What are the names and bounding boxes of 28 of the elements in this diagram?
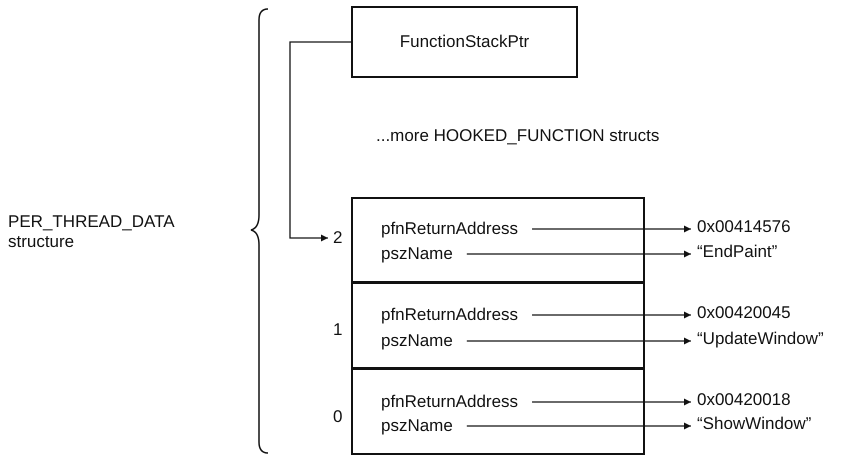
value-text: “EndPaint” bbox=[697, 242, 778, 262]
arrow bbox=[532, 226, 691, 232]
field-name: pfnReturnAddress bbox=[381, 305, 518, 325]
field-name: pfnReturnAddress bbox=[381, 219, 518, 239]
note-text: ...more HOOKED_FUNCTION structs bbox=[376, 126, 660, 146]
structure-label: PER_THREAD_DATA structure bbox=[8, 212, 176, 252]
value-text: 0x00420045 bbox=[697, 303, 791, 323]
struct-box bbox=[351, 282, 645, 369]
index-number: 2 bbox=[333, 228, 342, 248]
arrow bbox=[466, 250, 691, 258]
arrow bbox=[532, 398, 691, 406]
arrow bbox=[466, 338, 691, 344]
value-text: 0x00414576 bbox=[697, 217, 791, 237]
arrow bbox=[532, 312, 691, 318]
field-name: pszName bbox=[381, 416, 453, 436]
index-number: 0 bbox=[333, 407, 342, 427]
field-name: pszName bbox=[381, 244, 453, 264]
arrow bbox=[466, 422, 691, 430]
field-name: pfnReturnAddress bbox=[381, 392, 518, 412]
field-name: pszName bbox=[381, 331, 453, 351]
pointer-box: FunctionStackPtr bbox=[351, 6, 578, 78]
struct-box bbox=[351, 197, 645, 283]
arrow bbox=[289, 41, 351, 242]
value-text: “ShowWindow” bbox=[697, 414, 812, 434]
index-number: 1 bbox=[333, 320, 342, 340]
value-text: 0x00420018 bbox=[697, 390, 791, 410]
struct-box bbox=[351, 368, 645, 455]
value-text: “UpdateWindow” bbox=[697, 329, 824, 349]
